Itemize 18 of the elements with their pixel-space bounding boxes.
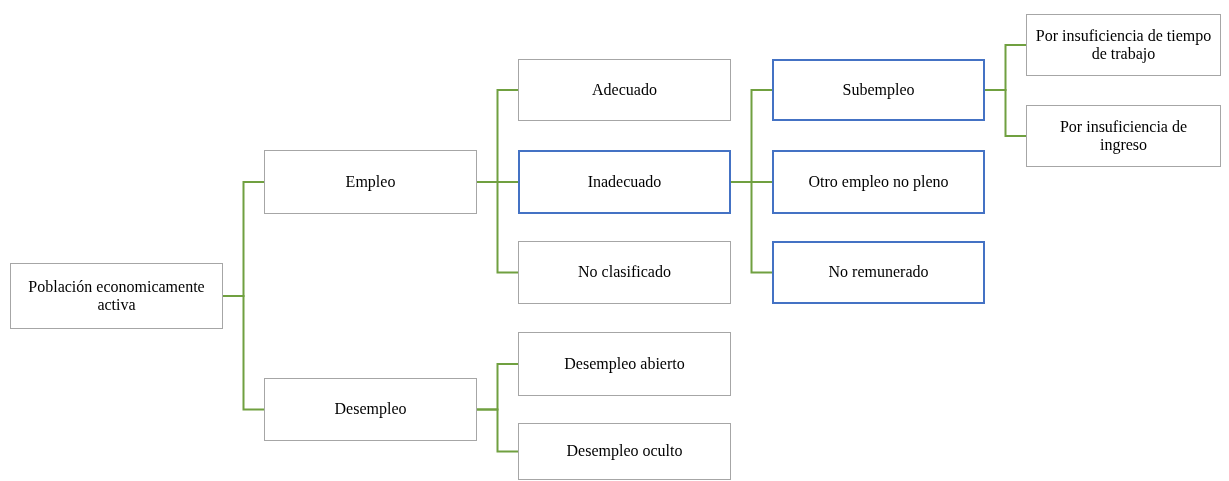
connector-line [222, 295, 265, 411]
category-box: Desempleo abierto [518, 332, 731, 396]
category-box: Por insuficiencia de tiempo de trabajo [1026, 14, 1221, 76]
category-box: Inadecuado [518, 150, 731, 214]
category-box: Adecuado [518, 59, 731, 121]
category-box: Otro empleo no pleno [772, 150, 985, 214]
category-box: Población economicamente activa [10, 263, 223, 329]
connector-line [984, 89, 1027, 137]
connector-line [476, 181, 519, 274]
connector-line [476, 408, 519, 453]
category-box: Empleo [264, 150, 477, 214]
category-box: No remunerado [772, 241, 985, 304]
category-box: Por insuficiencia de ingreso [1026, 105, 1221, 167]
category-box: Subempleo [772, 59, 985, 121]
category-box: Desempleo [264, 378, 477, 441]
category-box: Desempleo oculto [518, 423, 731, 480]
category-box: No clasificado [518, 241, 731, 304]
connector-line [730, 181, 773, 274]
